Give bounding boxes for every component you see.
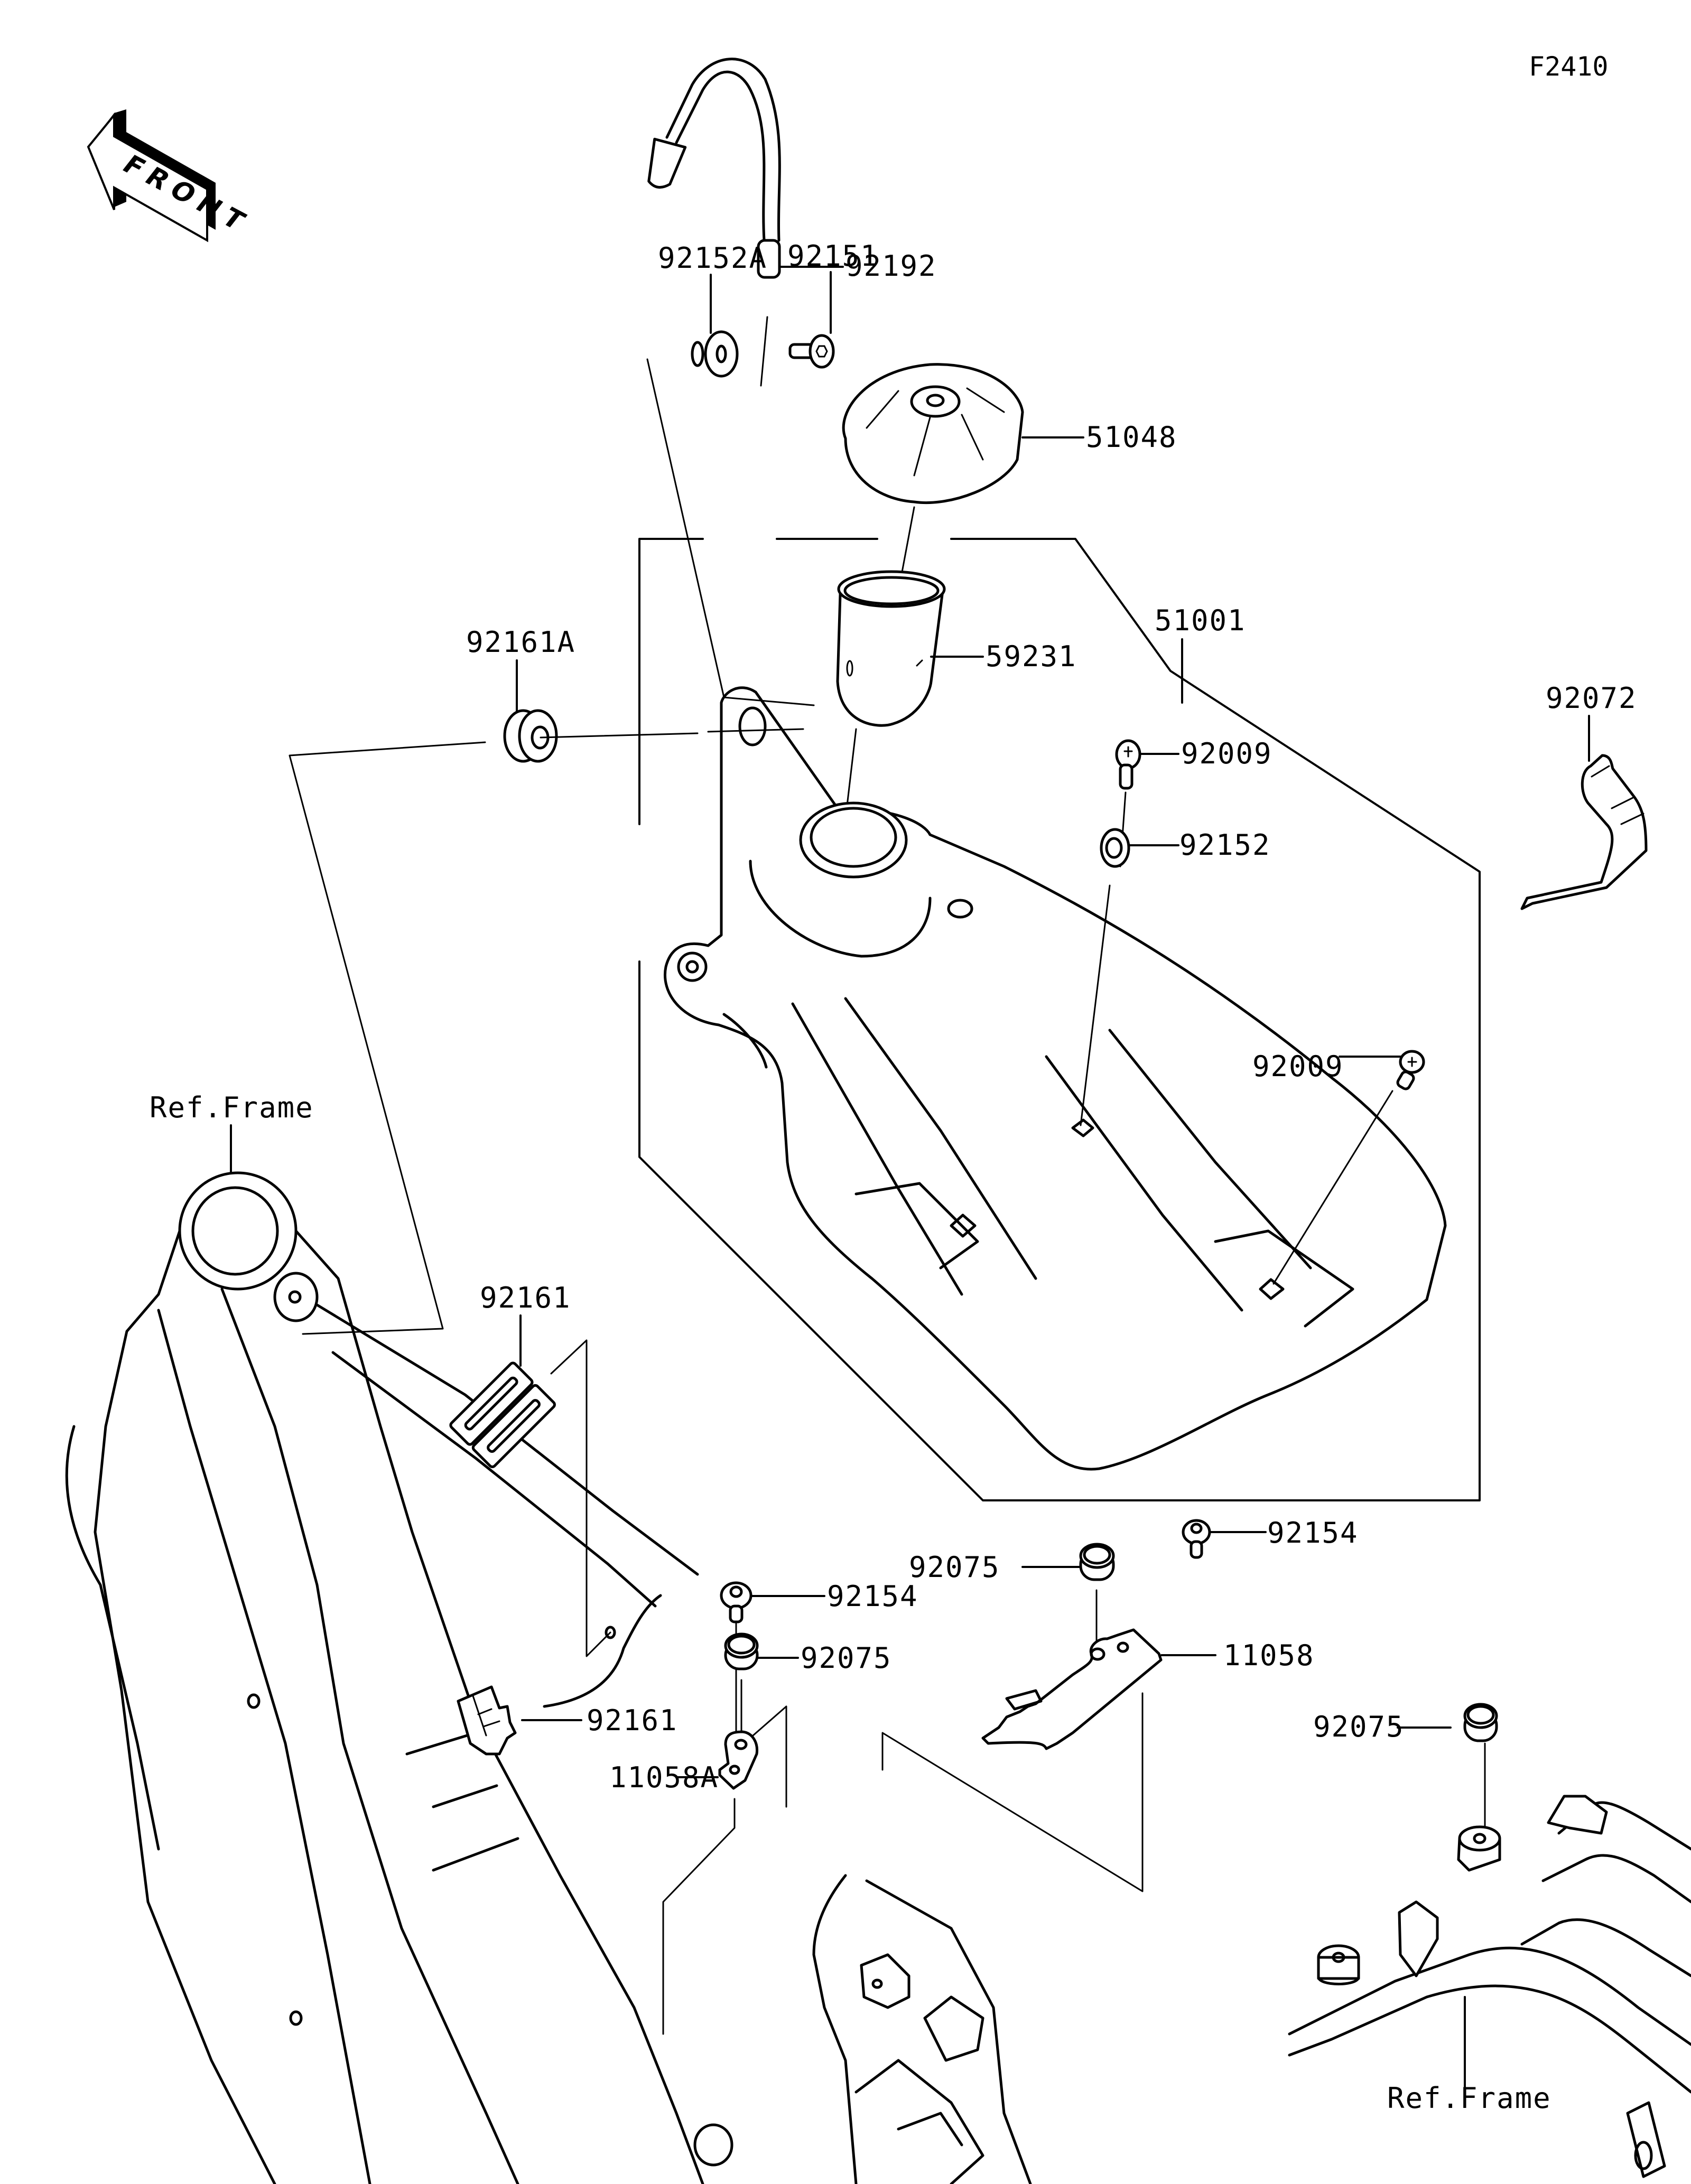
part-label-92192[interactable]: 92192: [846, 249, 937, 283]
hose-92192[interactable]: [643, 58, 781, 279]
part-label-92152[interactable]: 92152: [1179, 828, 1271, 862]
assembly-line: [1272, 1090, 1393, 1285]
assembly-line: [646, 358, 815, 706]
ref-frame-label-left: Ref.Frame: [150, 1091, 314, 1124]
assembly-line: [735, 1621, 787, 1808]
part-label-51001[interactable]: 51001: [1155, 604, 1246, 637]
part-label-92161A[interactable]: 92161A: [466, 626, 575, 659]
assembly-bracket: [638, 538, 704, 825]
part-label-92161-upper[interactable]: 92161: [480, 1281, 571, 1314]
assembly-line: [1080, 884, 1111, 1126]
bolt-92151[interactable]: [788, 334, 835, 369]
part-label-11058A[interactable]: 11058A: [609, 1761, 719, 1794]
assembly-line: [881, 1692, 1144, 1892]
assembly-line: [760, 316, 768, 387]
strainer-59231[interactable]: [836, 570, 946, 727]
bracket-11058A[interactable]: [718, 1730, 759, 1790]
damper-92161A[interactable]: [503, 709, 558, 763]
fuel-tank-51001[interactable]: [664, 686, 1447, 1471]
damper-92161-upper[interactable]: [449, 1361, 556, 1469]
part-label-92072[interactable]: 92072: [1546, 682, 1637, 715]
damper-92075-right[interactable]: [1463, 1703, 1498, 1742]
part-label-92075-mid[interactable]: 92075: [909, 1551, 1000, 1584]
bracket-11058[interactable]: [981, 1628, 1163, 1750]
part-label-11058[interactable]: 11058: [1223, 1639, 1315, 1672]
damper-92161-lower[interactable]: [457, 1685, 517, 1756]
part-label-92161-lower[interactable]: 92161: [587, 1704, 678, 1737]
damper-92075-mid[interactable]: [1079, 1543, 1115, 1581]
part-label-92154-left[interactable]: 92154: [827, 1580, 918, 1613]
part-label-59231[interactable]: 59231: [986, 640, 1077, 673]
assembly-line: [550, 1339, 611, 1657]
bolt-92154-right[interactable]: [1182, 1519, 1211, 1559]
part-label-92075-right[interactable]: 92075: [1313, 1710, 1405, 1743]
assembly-line: [662, 1798, 736, 2035]
assembly-line: [540, 732, 699, 739]
part-label-92152A[interactable]: 92152A: [658, 241, 767, 275]
assembly-line: [289, 741, 486, 1335]
bolt-92154-left[interactable]: [720, 1581, 752, 1623]
damper-92075-left[interactable]: [724, 1632, 759, 1670]
figure-id: F2410: [1529, 51, 1609, 82]
washer-92152[interactable]: [1100, 828, 1130, 868]
frame-fragment-center: [812, 1874, 1032, 2184]
fuel-cap-51048[interactable]: [842, 363, 1024, 504]
frame-reference-left: [65, 1171, 733, 2184]
clamp-92072[interactable]: [1520, 754, 1648, 910]
assembly-box-51001: [638, 538, 1481, 1501]
part-label-92151[interactable]: 92151: [787, 239, 879, 273]
part-label-92075-left[interactable]: 92075: [801, 1641, 892, 1675]
front-arrow-icon: FRONT: [87, 109, 258, 242]
washer-92152A[interactable]: [691, 330, 739, 378]
part-label-51048[interactable]: 51048: [1086, 421, 1177, 454]
ref-frame-label-right: Ref.Frame: [1387, 2082, 1551, 2115]
screw-92009-lower[interactable]: [1396, 1050, 1425, 1090]
frame-reference-right: [1288, 1795, 1691, 2178]
part-label-92009-lower[interactable]: 92009: [1252, 1050, 1344, 1083]
part-label-92009-upper[interactable]: 92009: [1181, 737, 1272, 770]
screw-92009-upper[interactable]: [1115, 739, 1141, 790]
assembly-line: [707, 728, 804, 733]
part-label-92154-right[interactable]: 92154: [1267, 1516, 1359, 1550]
